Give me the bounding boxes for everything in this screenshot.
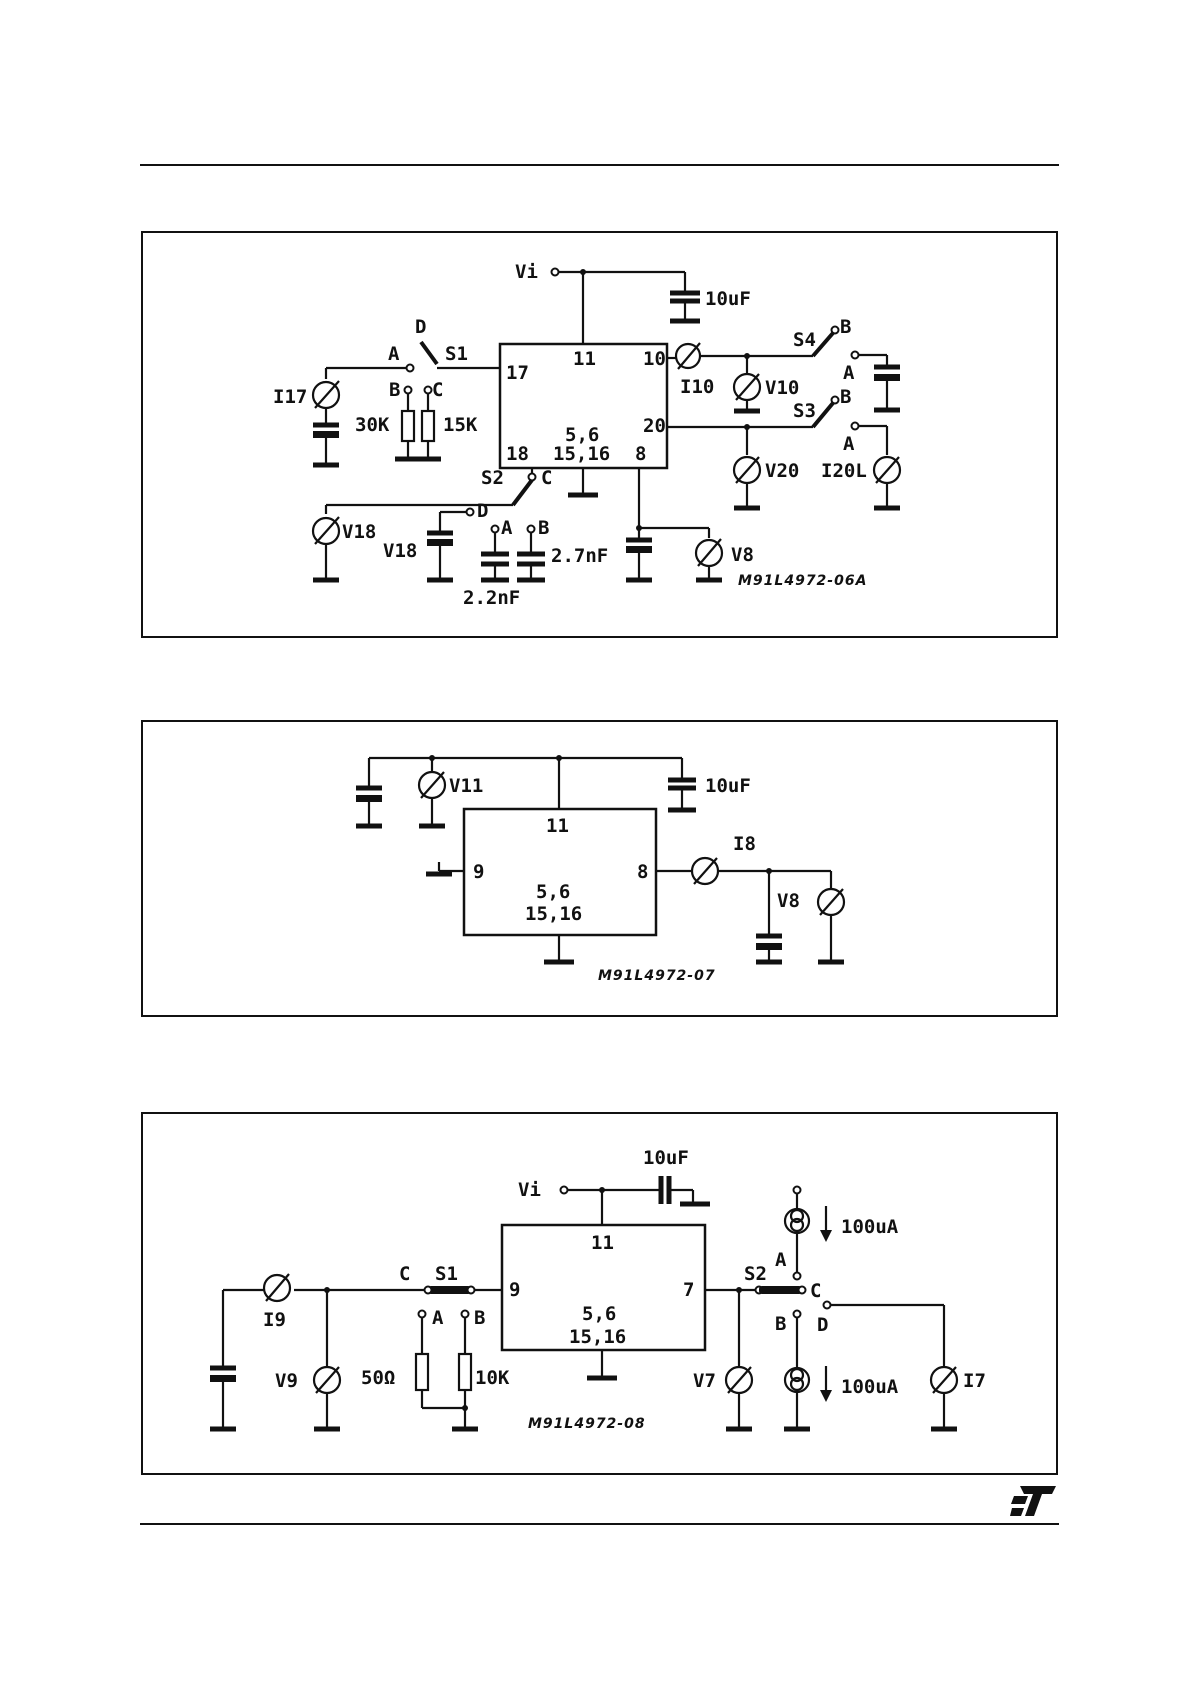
r-10k-label: 10K [475,1367,510,1389]
s1-b-label: B [474,1307,485,1329]
cap-2.2nF-label: 2.2nF [463,587,520,609]
pin-11: 11 [591,1232,614,1254]
v8-label: V8 [777,890,800,912]
s2-c-label: C [810,1280,821,1302]
v9-label: V9 [275,1370,298,1392]
s1-label: S1 [445,343,468,365]
pin-8: 8 [637,861,648,883]
i17-label: I17 [273,386,307,408]
s1-d-label: D [415,316,426,338]
v20-label: V20 [765,460,799,482]
st-logo-icon [1010,1484,1058,1518]
ic-label-line1: 5,6 [536,881,570,903]
cap-2.7nF-label: 2.7nF [551,545,608,567]
s1-c-label: C [432,379,443,401]
bottom-rule [140,1523,1059,1525]
s2-label: S2 [481,467,504,489]
s2-a-label: A [775,1249,787,1271]
s2-b-label: B [775,1313,786,1335]
pin-20: 20 [643,415,666,437]
s3-a-label: A [843,433,855,455]
i10-label: I10 [680,376,714,398]
v11-label: V11 [449,775,483,797]
s2-label: S2 [744,1263,767,1285]
s3-b-label: B [840,386,851,408]
s1-a-label: A [432,1307,444,1329]
i8-label: I8 [733,833,756,855]
i7-label: I7 [963,1370,986,1392]
figure-2-code: M91L4972-07 [598,968,716,984]
v18-source-label: V18 [383,540,417,562]
s4-b-label: B [840,316,851,338]
i9-label: I9 [263,1309,286,1331]
figure-1-code: M91L4972-06A [738,573,867,589]
v8-label: V8 [731,544,754,566]
r-50ohm-label: 50Ω [361,1367,395,1389]
top-rule [140,164,1059,166]
ic-label-line2: 15,16 [553,443,610,465]
cap-10uF-label: 10uF [705,775,751,797]
r-30k-label: 30K [355,414,390,436]
i20l-label: I20L [821,460,867,482]
v10-label: V10 [765,377,799,399]
figure-2-schematic: V11 10uF 11 9 8 5,6 15,16 M91L4972-07 I8… [143,722,1056,1015]
vi-label: Vi [518,1179,541,1201]
figure-2-panel: V11 10uF 11 9 8 5,6 15,16 M91L4972-07 I8… [141,720,1058,1017]
ic-label-line1: 5,6 [582,1303,616,1325]
ic-label-line2: 15,16 [569,1326,626,1348]
figure-1-panel: 11 17 18 10 20 8 5,6 15,16 Vi 10uF D A S… [141,231,1058,638]
figure-1-schematic: 11 17 18 10 20 8 5,6 15,16 Vi 10uF D A S… [143,233,1056,636]
v18-meter-label: V18 [342,521,376,543]
figure-3-code: M91L4972-08 [528,1416,646,1432]
cap-10uF-label: 10uF [705,288,751,310]
s2-b-label: B [538,517,549,539]
pin-7: 7 [683,1279,694,1301]
s2-d-label: D [477,500,488,522]
s2-c-label: C [541,467,552,489]
s2-d-label: D [817,1314,828,1336]
pin-17: 17 [506,362,529,384]
s1-c-label: C [399,1263,410,1285]
figure-3-panel: Vi 10uF 11 9 7 5,6 15,16 M91L4972-08 C S… [141,1112,1058,1475]
s1-b-label: B [389,379,400,401]
pin-11: 11 [546,815,569,837]
pin-18: 18 [506,443,529,465]
vi-label: Vi [515,261,538,283]
ic-label-line2: 15,16 [525,903,582,925]
figure-3-schematic: Vi 10uF 11 9 7 5,6 15,16 M91L4972-08 C S… [143,1114,1056,1473]
r-15k-label: 15K [443,414,478,436]
current-100uA-bottom-label: 100uA [841,1376,899,1398]
s1-a-label: A [388,343,400,365]
pin-9: 9 [473,861,484,883]
pin-8: 8 [635,443,646,465]
cap-10uF-label: 10uF [643,1147,689,1169]
v7-label: V7 [693,1370,716,1392]
current-100uA-top-label: 100uA [841,1216,899,1238]
s4-label: S4 [793,329,816,351]
pin-11: 11 [573,348,596,370]
s3-label: S3 [793,400,816,422]
s1-label: S1 [435,1263,458,1285]
s2-a-label: A [501,517,513,539]
pin-10: 10 [643,348,666,370]
pin-9: 9 [509,1279,520,1301]
s4-a-label: A [843,362,855,384]
